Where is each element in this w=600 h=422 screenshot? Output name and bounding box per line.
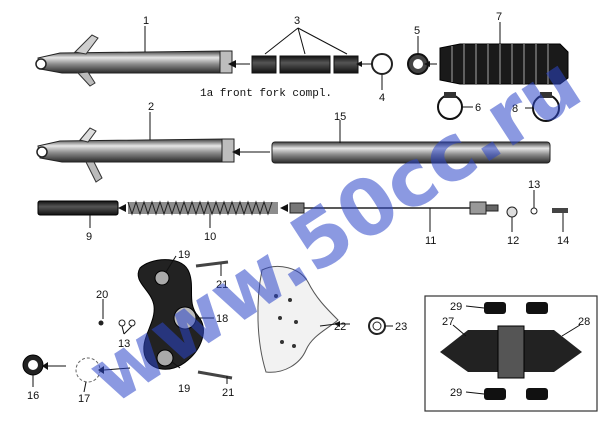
stanchion-tube (271, 141, 551, 164)
callout-28: 28 (578, 316, 590, 328)
fork-leg-lower-2 (36, 127, 235, 183)
callout-18: 18 (216, 313, 228, 325)
inset-panel (424, 295, 598, 412)
bolt-14 (552, 208, 568, 213)
nut-16 (22, 354, 44, 376)
bolt-21-top (195, 260, 229, 268)
steering-clamp (137, 259, 204, 370)
callout-12: 12 (507, 235, 519, 247)
callout-16: 16 (27, 390, 39, 402)
callout-7: 7 (496, 11, 502, 23)
spring (127, 200, 278, 216)
callout-6: 6 (475, 102, 481, 114)
washer-12 (506, 206, 518, 218)
screw-20 (98, 320, 104, 326)
callout-19-top: 19 (178, 249, 190, 261)
callout-5: 5 (414, 25, 420, 37)
callout-4: 4 (379, 92, 385, 104)
leader-lines (32, 22, 581, 395)
callout-23: 23 (395, 321, 407, 333)
callout-15: 15 (334, 111, 346, 123)
callout-21-bottom: 21 (222, 387, 234, 399)
callout-labels: 1 2 3 4 5 6 7 8 9 10 11 12 13 13 14 15 1… (27, 11, 590, 405)
callout-29-bottom: 29 (450, 387, 462, 399)
callout-1: 1 (143, 15, 149, 27)
callout-29-top: 29 (450, 301, 462, 313)
callout-13-bottom: 13 (118, 338, 130, 350)
callout-11: 11 (425, 235, 436, 247)
assembly-arrows (42, 60, 437, 374)
bolt-21-bottom (197, 370, 233, 380)
callout-27: 27 (442, 316, 454, 328)
callout-21-top: 21 (216, 279, 228, 291)
callout-20: 20 (96, 289, 108, 301)
nut-23 (368, 317, 386, 335)
callout-8: 8 (512, 103, 518, 115)
callout-14: 14 (557, 235, 569, 247)
damper-rod (289, 201, 499, 215)
ring-4 (371, 53, 393, 75)
assembly-caption: 1a front fork compl. (200, 88, 332, 100)
callout-22: 22 (334, 321, 346, 333)
rubber-gaiter (439, 43, 569, 85)
spacer-tube (37, 200, 119, 216)
fork-leg-lower-1 (35, 34, 233, 87)
callout-2: 2 (148, 101, 154, 113)
callout-9: 9 (86, 231, 92, 243)
dust-sleeves (251, 55, 359, 74)
callout-3: 3 (294, 15, 300, 27)
ring-13 (530, 207, 538, 215)
callout-17: 17 (78, 393, 90, 405)
callout-19-bottom: 19 (178, 383, 190, 395)
callout-13-top: 13 (528, 179, 540, 191)
headlight-bracket (257, 266, 339, 373)
callout-10: 10 (204, 231, 216, 243)
